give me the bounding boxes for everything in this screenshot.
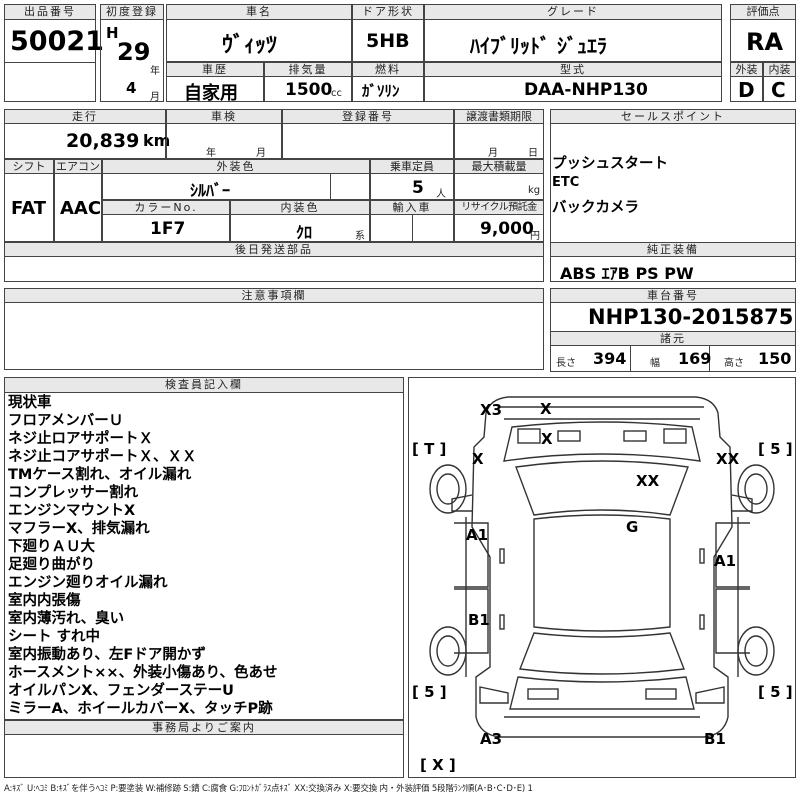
- inspector-note: ネジ止ロアサポートＸ: [8, 431, 153, 447]
- recycle-deposit: 9,000: [480, 219, 534, 239]
- inspector-note: ホースメント××、外装小傷あり、色あせ: [8, 665, 278, 681]
- shift: FAT: [11, 198, 47, 219]
- damage-right-door: A1: [714, 552, 737, 570]
- damage-roof: XX: [636, 472, 660, 490]
- inspector-note: 室内振動あり、左Fドア開かず: [8, 647, 206, 663]
- damage-left-front-door: A1: [466, 526, 489, 544]
- inspector-note: 下廻りＡＵ大: [8, 539, 95, 555]
- damage-rear-left-tire: [ 5 ]: [412, 683, 447, 701]
- spec-length: 394: [593, 349, 627, 368]
- era: H: [106, 24, 119, 42]
- damage-left-fender: X: [472, 450, 484, 468]
- damage-front-left-tire: [ T ]: [412, 440, 447, 458]
- inspector-note: 現状車: [8, 395, 52, 411]
- inspector-note: 室内薄汚れ、臭い: [8, 611, 125, 627]
- exterior-score: D: [738, 78, 755, 102]
- inspector-note: ミラーA、ホイールカバーX、タッチP跡: [8, 701, 273, 717]
- lot-number: 50021: [10, 26, 104, 57]
- model-code: DAA-NHP130: [524, 80, 648, 100]
- inspector-note: シート すれ中: [8, 629, 101, 645]
- exterior-color: ｼﾙﾊﾞｰ: [190, 181, 231, 200]
- inspector-note: 足廻り曲がり: [8, 557, 95, 573]
- sales-point-2: ETC: [552, 175, 580, 190]
- interior-color: ｸﾛ: [296, 223, 313, 242]
- aircon: AAC: [60, 198, 102, 219]
- sales-point-3: バックカメラ: [552, 200, 639, 216]
- inspector-note: マフラーX、排気漏れ: [8, 521, 150, 537]
- genuine-equipment: ABS ｴｱB PS PW: [560, 264, 694, 283]
- fuel: ｶﾞｿﾘﾝ: [362, 82, 400, 100]
- inspector-note: ネジ止コアサポートＸ、ＸＸ: [8, 449, 197, 465]
- damage-glass: G: [626, 518, 639, 536]
- car-history: 自家用: [184, 83, 238, 104]
- damage-rear-bumper: A3: [480, 730, 503, 748]
- interior-score: C: [771, 78, 786, 102]
- color-number: 1F7: [150, 219, 186, 239]
- inspector-note: TMケース割れ、オイル漏れ: [8, 467, 192, 483]
- spec-width: 169: [678, 349, 712, 368]
- score-header: 評価点: [730, 4, 796, 20]
- car-name: ｳﾞｨｯﾂ: [222, 33, 278, 58]
- sales-point-1: プッシュスタート: [552, 156, 668, 172]
- damage-bumper: X: [540, 400, 552, 418]
- displacement: 1500: [285, 80, 333, 100]
- door-header: ドア形状: [352, 4, 424, 20]
- overall-score: RA: [746, 28, 784, 56]
- mileage: 20,839: [66, 130, 140, 152]
- reg-month: 4: [126, 79, 137, 97]
- car-name-header: 車名: [166, 4, 352, 20]
- grade-header: グレード: [424, 4, 722, 20]
- inspector-note: オイルパンX、フェンダーステーU: [8, 683, 234, 699]
- spec-height: 150: [758, 349, 792, 368]
- damage-legend: A:ｷｽﾞ U:ﾍｺﾐ B:ｷｽﾞを伴うﾍｺﾐ P:要塗装 W:補修跡 S:錆 …: [4, 784, 533, 794]
- damage-left-rear-door: B1: [468, 611, 490, 629]
- chassis-number: NHP130-2015875: [588, 305, 794, 329]
- capacity: 5: [412, 178, 424, 198]
- reg-year: 29: [117, 38, 151, 66]
- damage-spare-tire: [ X ]: [420, 756, 456, 774]
- damage-rear-right: B1: [704, 730, 726, 748]
- damage-rear-right-tire: [ 5 ]: [758, 683, 793, 701]
- damage-front-right-tire: [ 5 ]: [758, 440, 793, 458]
- damage-x3: X3: [480, 401, 503, 419]
- car-damage-diagram: [429, 396, 775, 738]
- lot-no-header: 出品番号: [4, 4, 96, 20]
- damage-right-fender: XX: [716, 450, 740, 468]
- inspector-note: 室内内張傷: [8, 593, 81, 609]
- inspector-note: フロアメンバーＵ: [8, 413, 124, 429]
- damage-hood: X: [541, 430, 553, 448]
- door-type: 5HB: [366, 30, 410, 52]
- grade: ﾊｲﾌﾞﾘｯﾄﾞ ｼﾞｭｴﾗ: [470, 34, 607, 58]
- inspector-note: エンジン廻りオイル漏れ: [8, 575, 168, 591]
- first-reg-header: 初度登録: [100, 4, 164, 20]
- inspector-note: コンプレッサー割れ: [8, 485, 139, 501]
- inspector-note: エンジンマウントX: [8, 503, 136, 519]
